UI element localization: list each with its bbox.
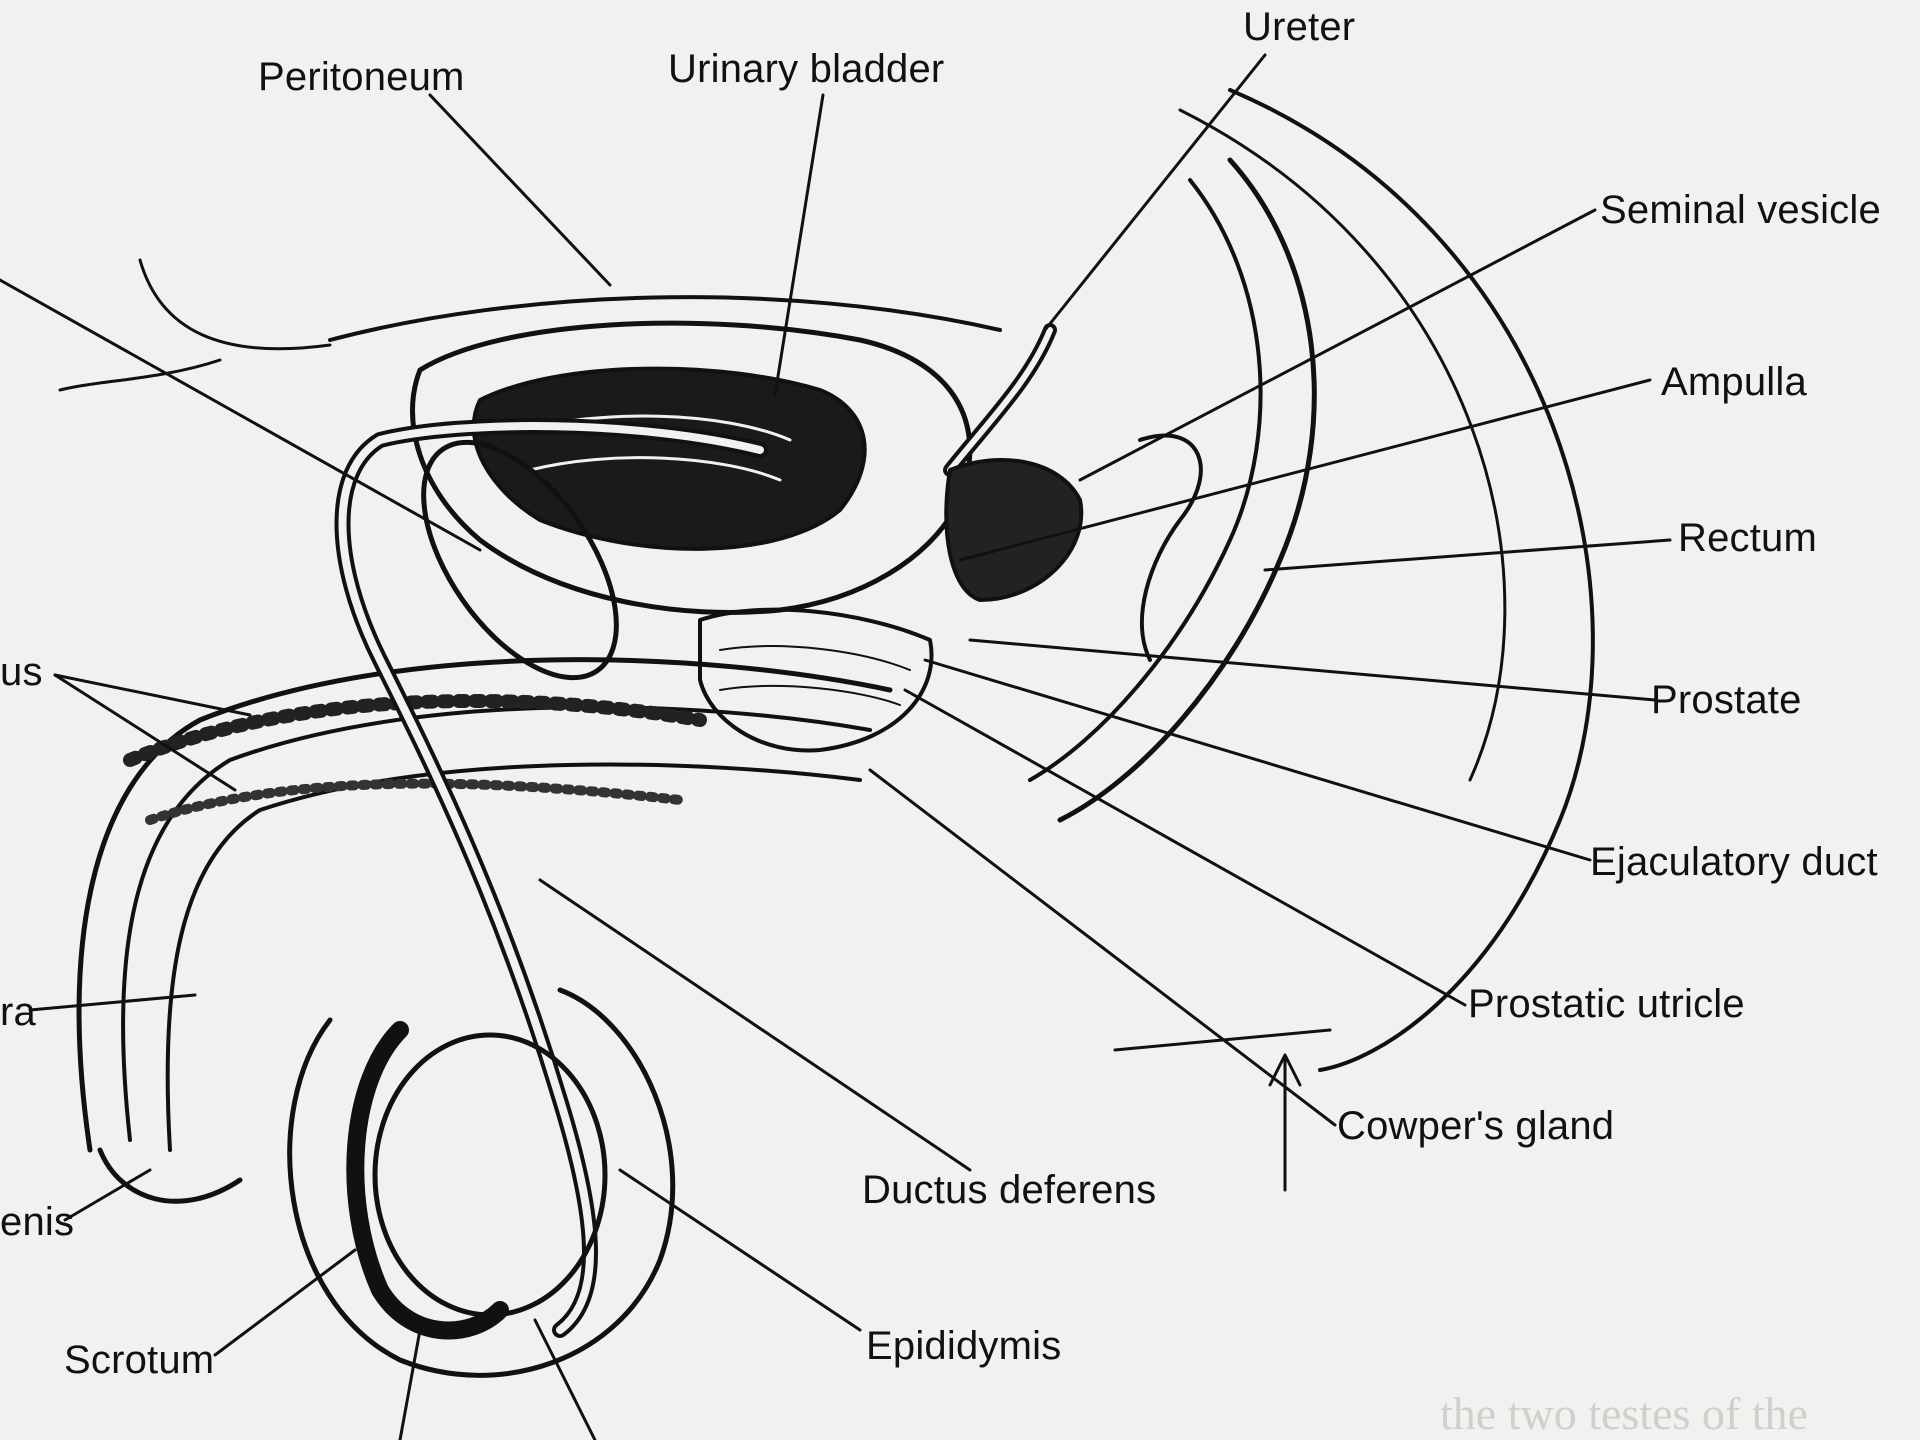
leader-peritoneum — [430, 95, 610, 285]
testis — [375, 1035, 605, 1315]
leader-epididymis — [620, 1170, 860, 1330]
label-rectum: Rectum — [1678, 516, 1817, 561]
leader-ampulla — [960, 380, 1650, 560]
leader-prostate — [970, 640, 1655, 700]
leader-cowpers-gland — [870, 770, 1335, 1125]
rectum — [1060, 160, 1314, 820]
label-prostate: Prostate — [1651, 678, 1802, 723]
abdominal-wall — [140, 260, 330, 349]
label-peritoneum: Peritoneum — [258, 55, 465, 100]
leader-ductus-deferens — [540, 880, 970, 1170]
label-ejaculatory-duct: Ejaculatory duct — [1590, 840, 1878, 885]
leader-rectum — [1265, 540, 1670, 570]
leader-urinary-bladder — [775, 95, 823, 395]
body-line-bottom — [1115, 1030, 1330, 1050]
label-cowpers-gland: Cowper's gland — [1337, 1104, 1614, 1149]
label-epididymis: Epididymis — [866, 1324, 1061, 1369]
peritoneum-arc — [330, 297, 1000, 340]
ductus-deferens — [343, 426, 761, 1330]
label-seminal-vesicle: Seminal vesicle — [1600, 188, 1881, 233]
label-ampulla: Ampulla — [1661, 360, 1807, 405]
label-urinary-bladder: Urinary bladder — [668, 47, 944, 92]
seminal-vesicle — [946, 460, 1081, 600]
label-prostatic-utricle: Prostatic utricle — [1468, 982, 1745, 1027]
label-cut-left-2: ra — [0, 990, 36, 1035]
prostate — [700, 610, 932, 751]
body-outline-inner — [1180, 110, 1505, 780]
leader-bottom-1 — [400, 1330, 420, 1440]
leader-ureter — [1045, 55, 1265, 330]
leader-seminal-vesicle — [1080, 210, 1595, 480]
leader-ejaculatory-duct — [925, 660, 1590, 860]
body-outline — [1230, 90, 1593, 1070]
leader-cut-enis — [65, 1170, 150, 1220]
leader-bottom-2 — [535, 1320, 595, 1440]
label-scrotum: Scrotum — [64, 1338, 214, 1383]
label-cut-left-3: enis — [0, 1200, 74, 1245]
label-ductus-deferens: Ductus deferens — [862, 1168, 1156, 1213]
arrow-up — [1270, 1055, 1300, 1190]
label-cut-left-1: us — [0, 650, 43, 695]
label-ureter: Ureter — [1243, 5, 1355, 50]
